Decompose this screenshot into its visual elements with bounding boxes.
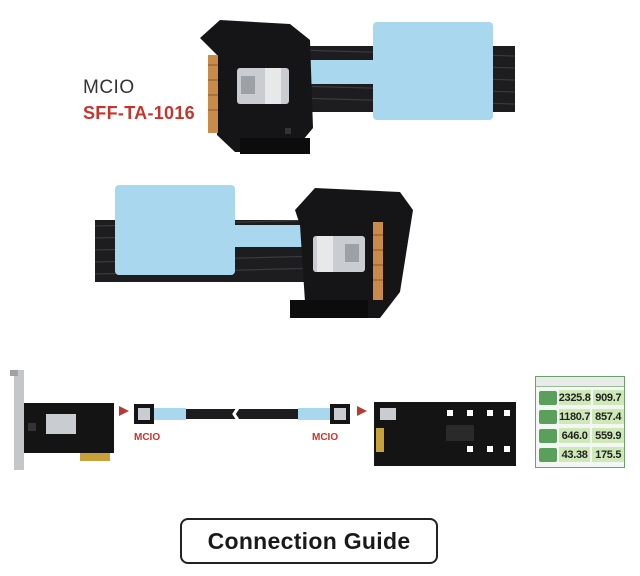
connector-labels: MCIO SFF-TA-1016: [83, 77, 195, 124]
arrow-right-icon: [119, 406, 129, 416]
write-value: 175.5: [592, 447, 624, 462]
read-value: 1180.7: [558, 409, 591, 424]
row-label-chip: [539, 409, 557, 424]
row-label-chip: [539, 390, 557, 405]
mcio-cable: [134, 401, 350, 427]
mcio-connector-bottom: [95, 185, 413, 318]
m2-adapter-board: [374, 402, 516, 466]
write-value: 559.9: [592, 428, 624, 443]
benchmark-row: 1180.7 857.4: [536, 408, 624, 425]
read-value: 646.0: [558, 428, 591, 443]
row-label-chip: [539, 428, 557, 443]
benchmark-header: [536, 377, 624, 387]
write-value: 857.4: [592, 409, 624, 424]
mcio-connector-top: [200, 20, 516, 154]
benchmark-screenshot: 2325.8 909.7 1180.7 857.4 646.0 559.9 43…: [535, 376, 625, 468]
benchmark-row: 43.38 175.5: [536, 446, 624, 463]
arrow-right-icon: [357, 406, 367, 416]
mcio-label: MCIO: [83, 77, 135, 98]
connection-guide-box: Connection Guide: [180, 518, 438, 564]
connection-guide-title: Connection Guide: [207, 527, 411, 554]
benchmark-row: 2325.8 909.7: [536, 389, 624, 406]
write-value: 909.7: [592, 390, 624, 405]
pcie-adapter-card: [10, 370, 114, 470]
right-mcio-label: MCIO: [312, 432, 339, 443]
row-label-chip: [539, 447, 557, 462]
read-value: 43.38: [558, 447, 591, 462]
sff-standard-label: SFF-TA-1016: [83, 103, 195, 123]
benchmark-row: 646.0 559.9: [536, 427, 624, 444]
left-mcio-label: MCIO: [134, 432, 161, 443]
read-value: 2325.8: [558, 390, 591, 405]
